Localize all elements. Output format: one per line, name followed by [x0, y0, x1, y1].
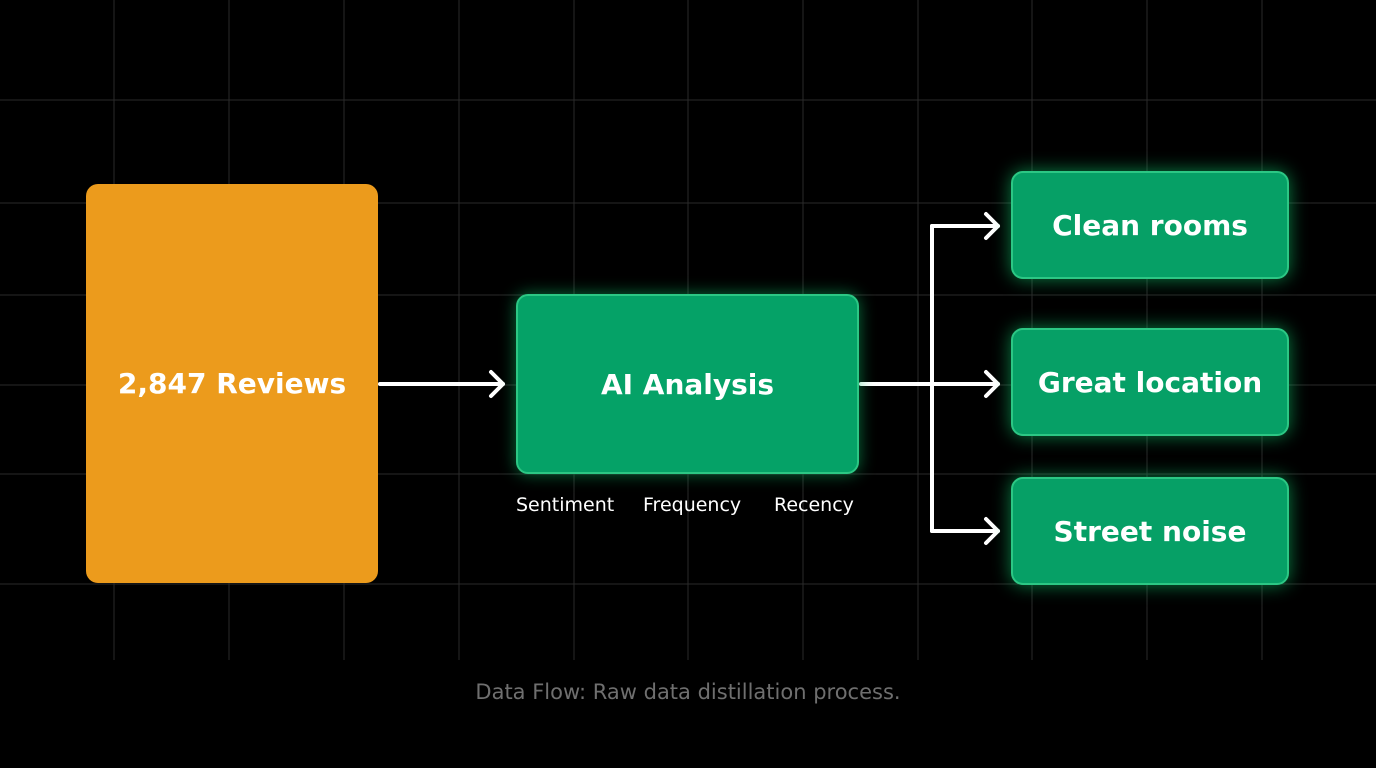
output-node-street-noise: Street noise: [1011, 477, 1289, 585]
arrow-to-great-location: [930, 370, 1000, 398]
factor-label-frequency: Frequency: [643, 494, 742, 516]
output-node-label: Street noise: [1053, 514, 1247, 548]
source-node-reviews: 2,847 Reviews: [86, 184, 378, 583]
output-node-great-location: Great location: [1011, 328, 1289, 436]
arrow-to-street-noise: [930, 517, 1000, 545]
arrow-source-to-process: [378, 370, 505, 398]
output-node-clean-rooms: Clean rooms: [1011, 171, 1289, 279]
output-node-label: Clean rooms: [1052, 208, 1248, 242]
diagram-caption: Data Flow: Raw data distillation process…: [475, 680, 901, 704]
output-node-label: Great location: [1037, 365, 1263, 399]
arrow-to-clean-rooms: [930, 212, 1000, 240]
factor-label-recency: Recency: [774, 494, 854, 516]
arrow-process-to-branch: [859, 224, 934, 533]
factor-label-sentiment: Sentiment: [516, 494, 615, 516]
process-node-ai-analysis: AI Analysis: [516, 294, 859, 474]
process-node-label: AI Analysis: [600, 367, 775, 401]
source-node-label: 2,847 Reviews: [117, 367, 347, 400]
